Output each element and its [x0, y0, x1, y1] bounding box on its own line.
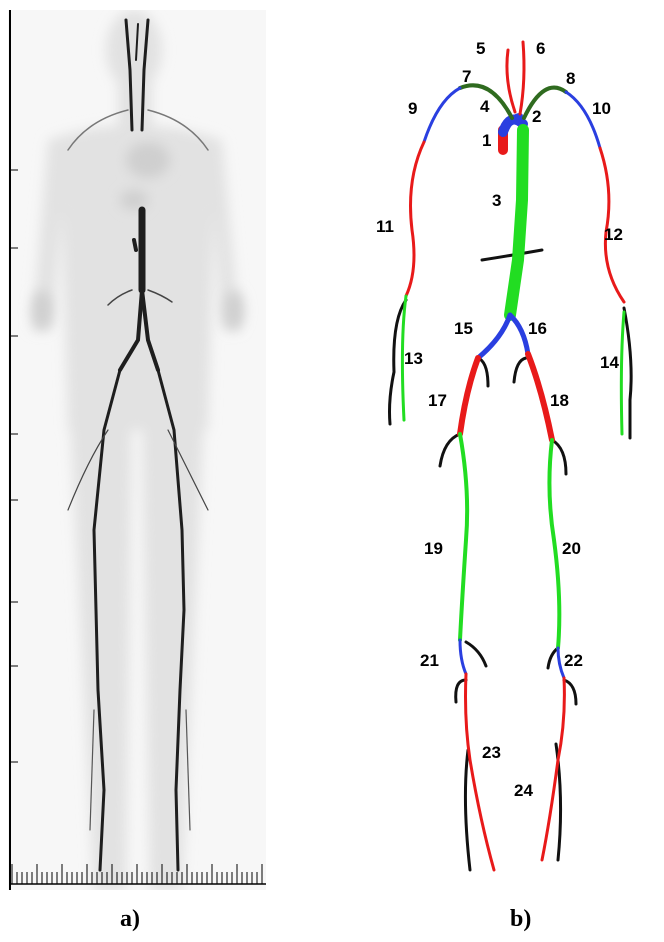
side-branch — [514, 358, 526, 382]
segment-18 — [528, 354, 552, 440]
segment-label-6: 6 — [536, 39, 545, 58]
side-branch — [552, 440, 566, 474]
side-branch — [548, 648, 558, 668]
segment-label-14: 14 — [600, 353, 619, 372]
segment-20 — [549, 440, 559, 648]
segment-label-17: 17 — [428, 391, 447, 410]
caption-panel-a: a) — [120, 906, 140, 933]
segment-6 — [520, 42, 524, 114]
segment-21 — [460, 640, 466, 674]
segment-label-5: 5 — [476, 39, 485, 58]
segment-19 — [460, 434, 467, 640]
side-branch — [466, 642, 486, 666]
segment-label-19: 19 — [424, 539, 443, 558]
segment-label-11: 11 — [376, 217, 394, 236]
segment-label-8: 8 — [566, 69, 575, 88]
segment-label-10: 10 — [592, 99, 611, 118]
caption-panel-b: b) — [510, 906, 531, 933]
mra-angiogram-image — [8, 10, 266, 890]
side-branch — [482, 250, 542, 260]
segment-label-24: 24 — [514, 781, 533, 800]
side-branch — [440, 434, 460, 466]
segment-3 — [510, 130, 523, 315]
segment-17 — [460, 358, 478, 434]
segment-label-2: 2 — [532, 107, 541, 126]
segment-9 — [424, 88, 460, 142]
segment-label-16: 16 — [528, 319, 547, 338]
segment-label-1: 1 — [482, 131, 491, 150]
segment-5 — [507, 50, 515, 112]
segment-label-15: 15 — [454, 319, 473, 338]
segment-label-3: 3 — [492, 191, 501, 210]
segment-8 — [524, 88, 566, 118]
segment-16 — [510, 315, 528, 354]
segment-label-4: 4 — [480, 97, 490, 116]
segment-label-22: 22 — [564, 651, 583, 670]
segment-label-7: 7 — [462, 67, 471, 86]
segment-label-12: 12 — [604, 225, 623, 244]
side-branch — [624, 308, 631, 438]
segment-11 — [406, 142, 424, 296]
segment-label-23: 23 — [482, 743, 501, 762]
segment-23 — [466, 674, 495, 870]
side-branch — [465, 750, 470, 870]
segment-15 — [478, 315, 510, 358]
segment-14 — [621, 312, 624, 434]
segment-label-18: 18 — [550, 391, 569, 410]
segment-label-21: 21 — [420, 651, 439, 670]
segment-label-9: 9 — [408, 99, 417, 118]
segment-label-20: 20 — [562, 539, 581, 558]
segment-label-13: 13 — [404, 349, 423, 368]
